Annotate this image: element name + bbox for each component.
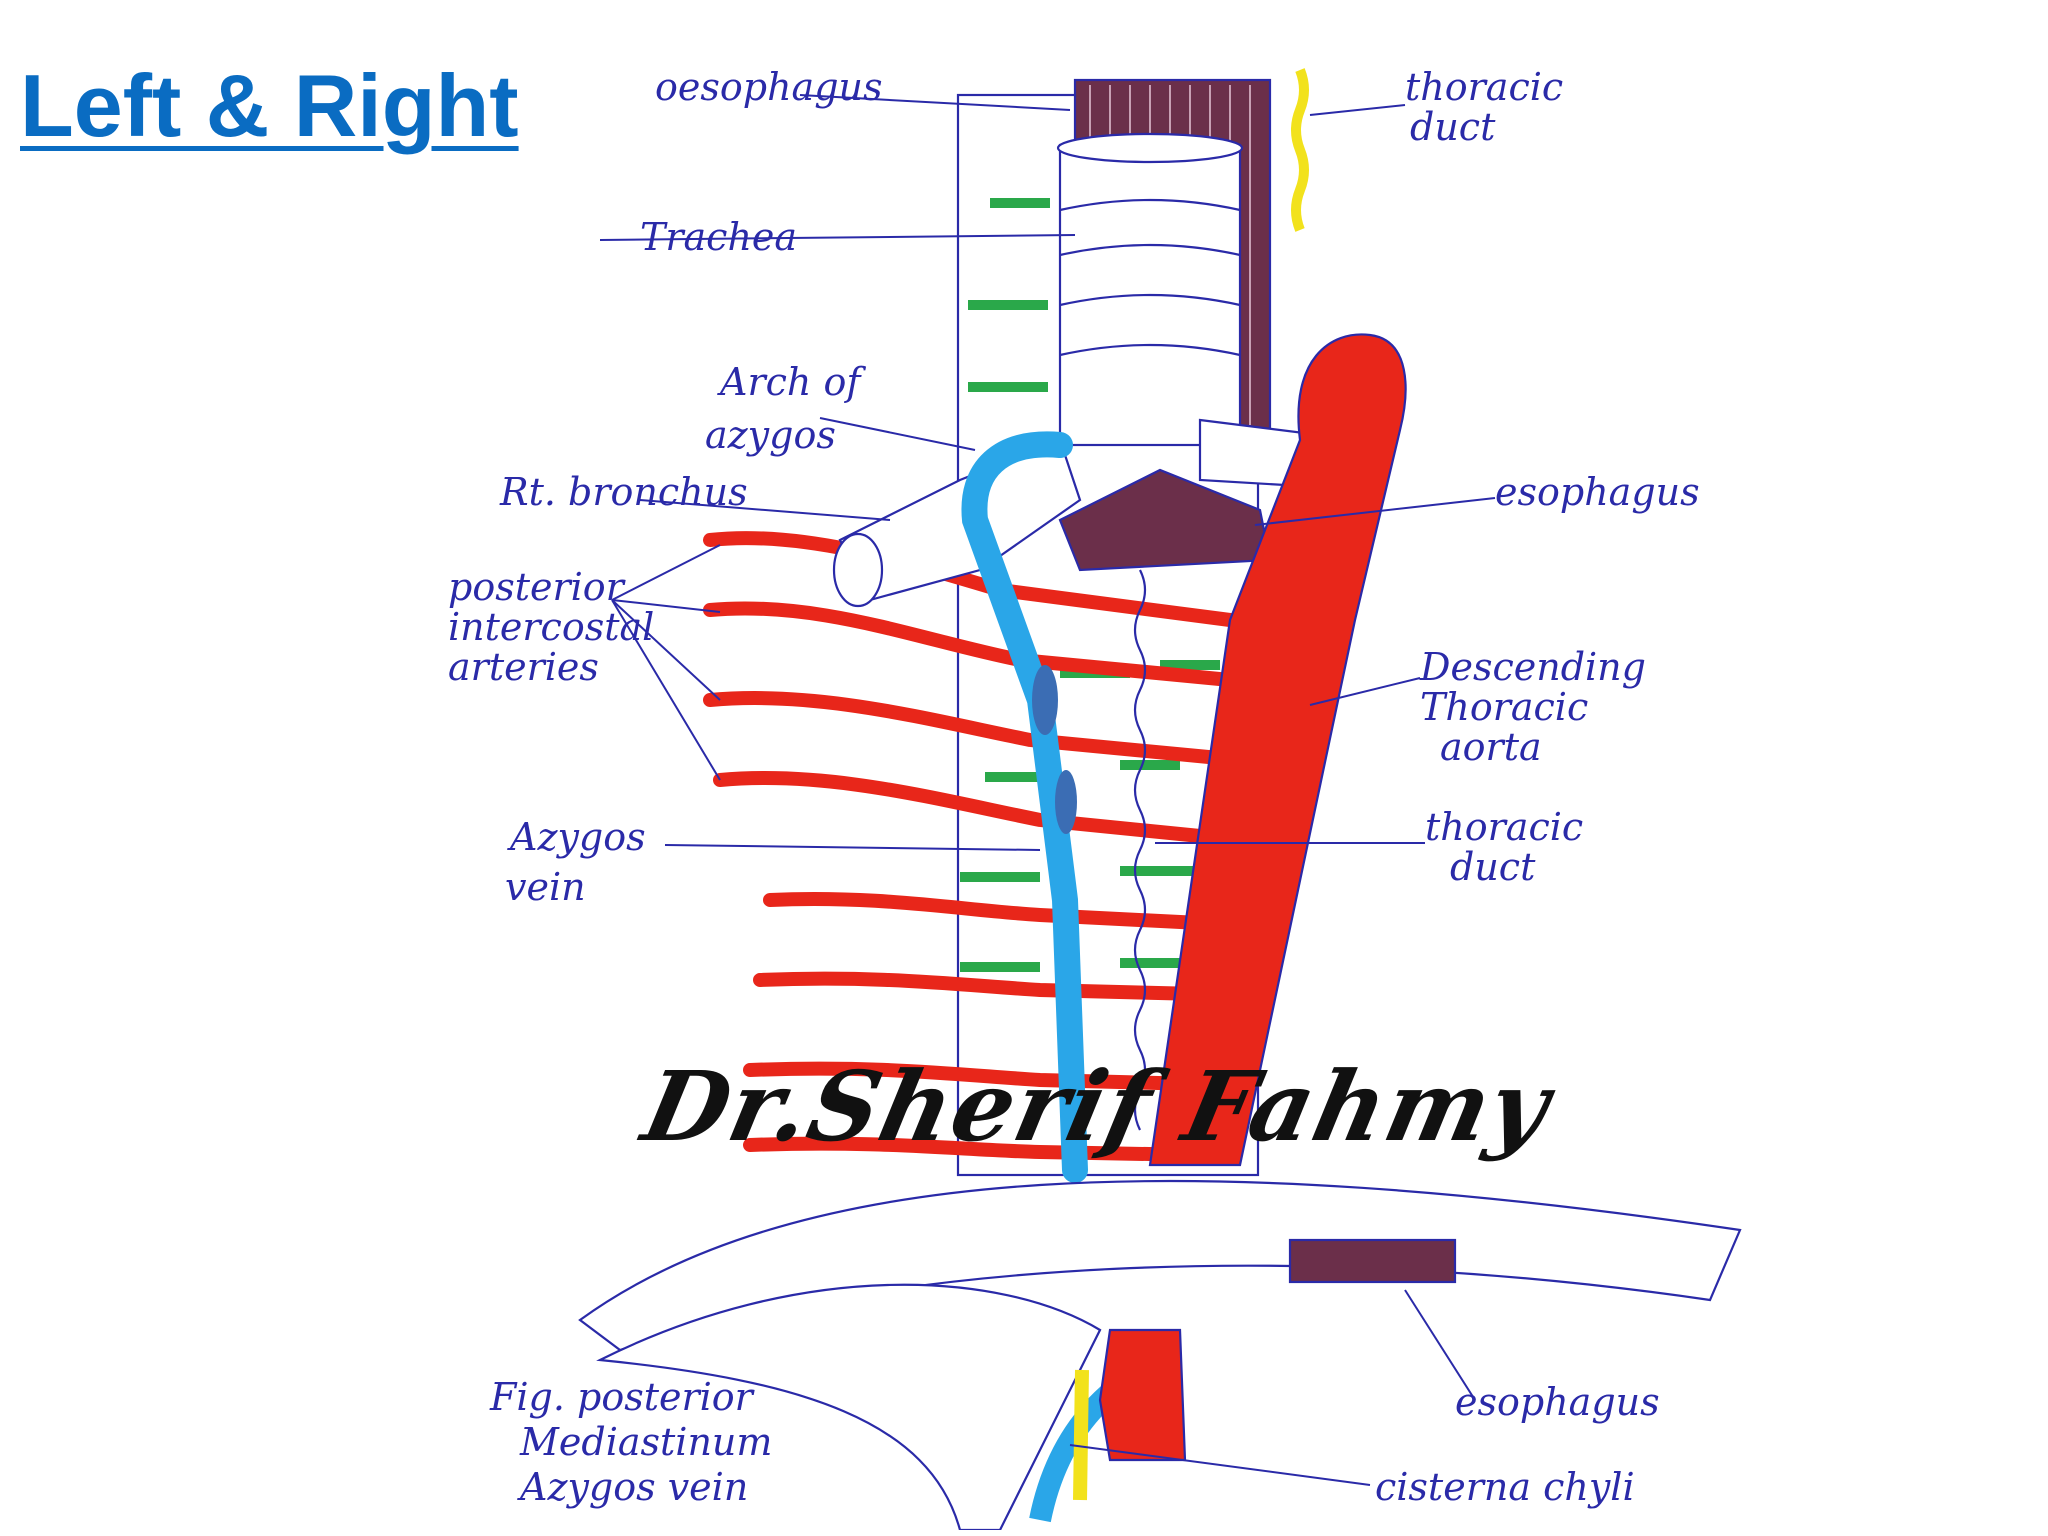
label-thoracic-duct-mid-2: duct [1450, 845, 1536, 889]
label-rt-bronchus: Rt. bronchus [499, 470, 748, 514]
label-thoracic-duct-top: thoracic [1405, 65, 1563, 109]
intercostal-artery [713, 771, 1247, 847]
posterior-mediastinum-diagram: oesophagus thoracic duct Trachea Arch of… [448, 65, 1742, 1530]
label-esophagus-low: esophagus [1455, 1380, 1660, 1424]
band [968, 382, 1048, 392]
band [960, 962, 1040, 972]
label-posterior-intercostal-1: posterior [448, 565, 627, 609]
label-fig-caption-2: Mediastinum [519, 1420, 772, 1464]
band [968, 300, 1048, 310]
intercostal-artery [703, 601, 1237, 687]
diaphragm [578, 1179, 1742, 1530]
label-fig-caption-3: Azygos vein [517, 1465, 748, 1509]
band [1120, 866, 1200, 876]
intercostal-artery [763, 892, 1247, 932]
slide-title: Left & Right [20, 56, 519, 155]
intercostal-artery [743, 1061, 1247, 1092]
label-descending-aorta-2: Thoracic [1420, 685, 1588, 729]
label-descending-aorta-3: aorta [1440, 725, 1542, 769]
label-posterior-intercostal-2: intercostal [448, 605, 654, 649]
vein-valve [1032, 665, 1058, 735]
intercostal-artery [703, 691, 1247, 767]
band [990, 198, 1050, 208]
descending-thoracic-aorta [1148, 333, 1407, 1167]
label-azygos-vein-2: vein [505, 865, 586, 909]
right-bronchus [832, 438, 1082, 608]
intercostal-artery [753, 971, 1247, 1002]
trachea [1056, 132, 1244, 447]
label-trachea: Trachea [640, 215, 797, 259]
label-thoracic-duct-mid-1: thoracic [1425, 805, 1583, 849]
esophagus-mid [1058, 468, 1272, 572]
label-esophagus-mid: esophagus [1495, 470, 1700, 514]
esophagus-hiatus [1288, 1238, 1457, 1284]
azygos-vein [961, 431, 1088, 1183]
label-thoracic-duct-top-2: duct [1410, 105, 1496, 149]
band [985, 772, 1055, 782]
intercostal-artery [743, 1136, 1207, 1162]
label-arch-azygos-2: azygos [705, 413, 836, 457]
label-azygos-vein-1: Azygos [507, 815, 646, 859]
band [1160, 660, 1220, 670]
author-watermark: Dr.Sherif Fahmy [633, 1050, 1561, 1163]
label-fig-caption-1: Fig. posterior [489, 1375, 756, 1419]
band [1120, 958, 1200, 968]
label-descending-aorta-1: Descending [1419, 645, 1646, 689]
band [1120, 760, 1180, 770]
label-arch-azygos-1: Arch of [717, 360, 866, 404]
label-posterior-intercostal-3: arteries [448, 645, 599, 689]
leader-lines [599, 94, 1496, 1486]
label-oesophagus: oesophagus [655, 65, 883, 109]
label-cisterna-chyli: cisterna chyli [1375, 1465, 1635, 1509]
vein-valve [1055, 770, 1077, 834]
thoracic-duct-upper [1291, 68, 1309, 232]
band [960, 872, 1040, 882]
thoracic-duct [1133, 569, 1147, 1131]
